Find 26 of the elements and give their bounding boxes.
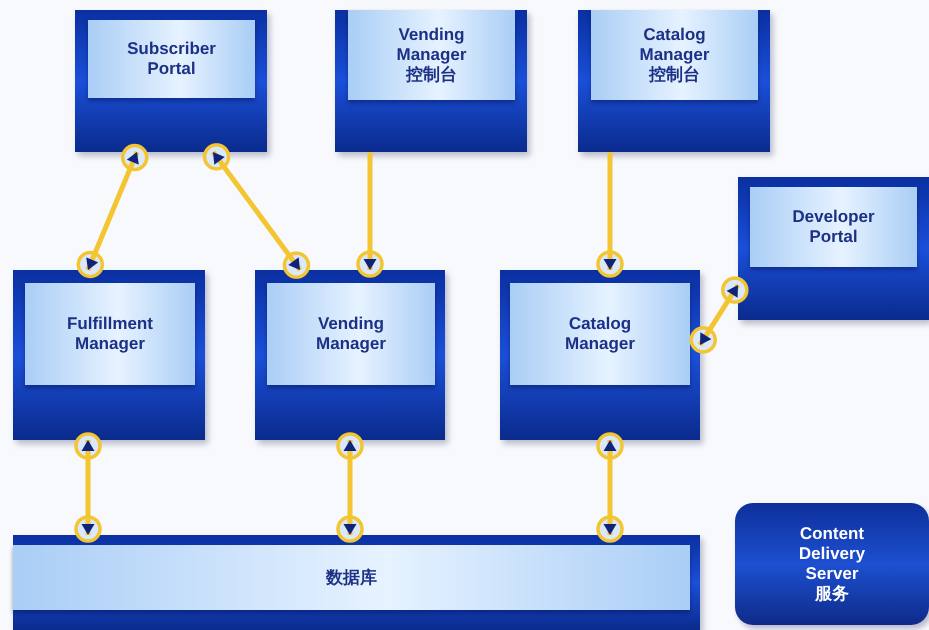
connector-arrow [364,152,376,270]
connector-arrow [86,151,140,271]
box-label: Subscriber Portal [126,39,217,79]
component-box [335,10,527,152]
box-label: Content Delivery Server 服务 [798,524,866,604]
connector-arrow [82,440,94,535]
box-label: Catalog Manager 控制台 [638,25,710,85]
component-box [13,270,205,440]
box-label: 数据库 [326,568,377,588]
box-label: Vending Manager 控制台 [396,25,468,85]
box-label: Developer Portal [791,207,876,247]
component-box [13,535,700,630]
connector-arrow [344,440,356,535]
connector-arrow [604,440,616,535]
component-box [500,270,700,440]
connector-arrow [604,152,616,270]
box-label: Catalog Manager [564,314,636,354]
connector-arrow [210,150,302,272]
component-box [255,270,445,440]
server-box [735,503,929,625]
component-box [578,10,770,152]
component-box [738,177,929,320]
connector-arrow [698,284,740,346]
box-label: Vending Manager [315,314,387,354]
box-label: Fulfillment Manager [66,314,154,354]
component-box [75,10,267,152]
